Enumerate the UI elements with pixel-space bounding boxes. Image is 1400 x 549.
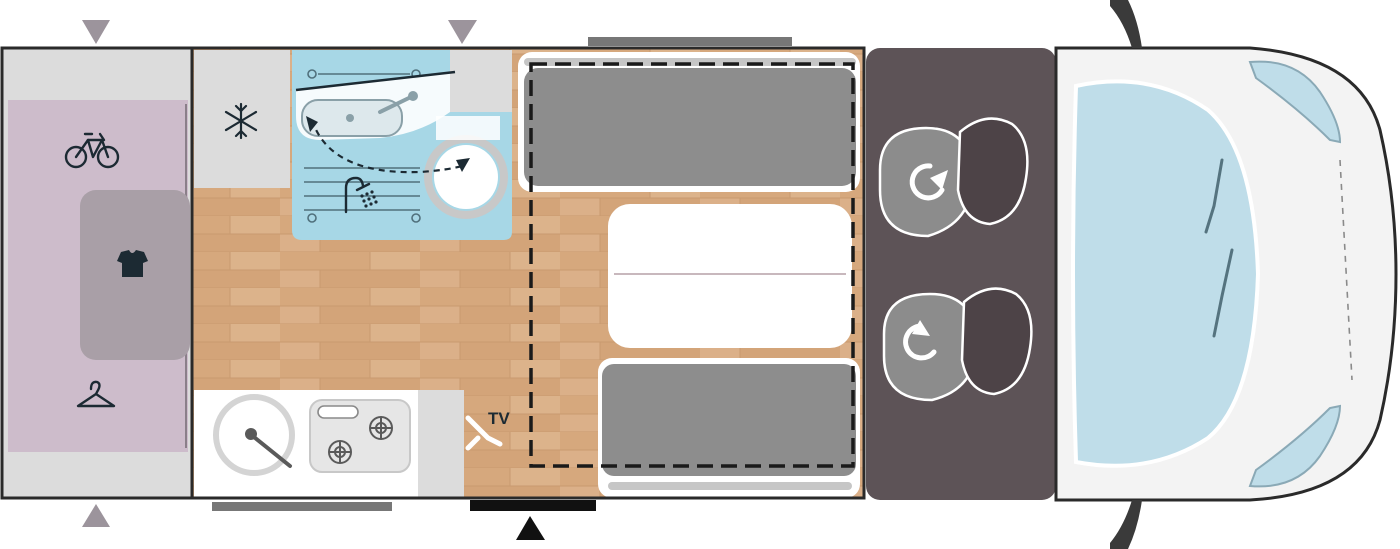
door-marker-rear-top [82, 20, 110, 44]
kitchen-tap-knob [245, 428, 257, 440]
sink-tap [378, 94, 415, 114]
entry-door-threshold [470, 500, 596, 511]
window-top-lounge [588, 37, 792, 46]
bath-swivel-path [310, 119, 463, 174]
headlight-bottom [1248, 404, 1342, 488]
living-wall [0, 46, 866, 500]
hob-panel [317, 405, 359, 419]
tv-lift-icon [465, 415, 503, 451]
door-marker-bath-top [448, 20, 477, 44]
swivel-arrow-icon [909, 163, 945, 201]
tap-knob [408, 91, 418, 101]
cab-floor [866, 48, 1056, 500]
snowflake-icon [224, 102, 258, 140]
tshirt-icon [117, 250, 148, 277]
swivel-arrow-end [456, 158, 470, 172]
bench-bottom-cushion [602, 364, 856, 476]
kitchen-side-cabinet [418, 390, 464, 498]
tv-label: TV [488, 409, 510, 428]
bicycle-icon [64, 132, 120, 169]
mirror-bottom [1110, 500, 1142, 549]
bench-top-cushion [524, 68, 856, 186]
shower-drops [360, 190, 378, 208]
windshield [1071, 79, 1261, 468]
shower-icon [344, 176, 371, 214]
dining-table [608, 204, 852, 348]
door-marker-rear-bottom [82, 504, 110, 527]
bath-shelf-lines [304, 73, 420, 211]
hanger-icon [76, 380, 116, 408]
wiper-bottom [1212, 248, 1234, 338]
window-bottom-kitchen [212, 502, 392, 511]
entry-door-marker [516, 516, 545, 540]
hob-burners [328, 416, 393, 464]
swivel-arrow-start [306, 116, 318, 132]
toilet-cistern [436, 116, 500, 140]
bathroom-cabinet [450, 50, 512, 112]
mirror-top [1110, 0, 1142, 48]
toilet [434, 145, 498, 209]
kitchen-tap [252, 435, 292, 468]
swivel-arrow-icon-2 [903, 323, 937, 361]
sink-drain [346, 114, 354, 122]
vanity-edge [295, 70, 456, 92]
passenger-seat [882, 287, 1033, 402]
headlight-top [1248, 60, 1342, 144]
wiper-top [1204, 158, 1224, 234]
bonnet-line [1339, 159, 1353, 381]
bench-bottom-backrest [608, 482, 852, 490]
driver-seat [878, 117, 1029, 238]
